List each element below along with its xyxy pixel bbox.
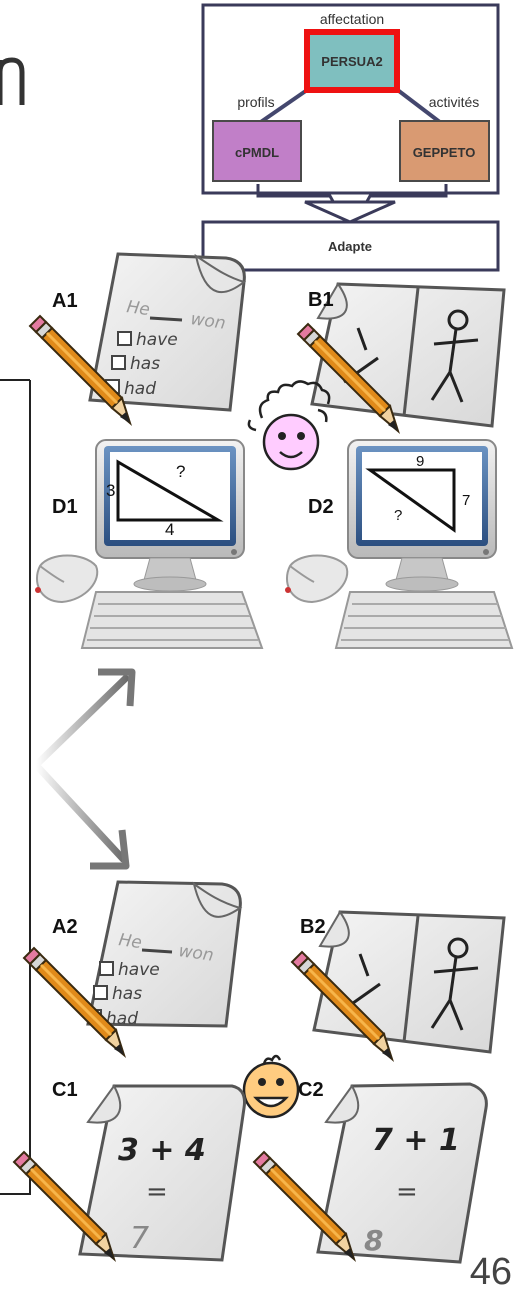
label-c2: C2: [298, 1079, 324, 1101]
geppeto-label: GEPPETO: [413, 145, 476, 160]
page-number: 46: [470, 1251, 512, 1289]
connector-left: [253, 86, 312, 128]
label-d2: D2: [308, 496, 334, 518]
svg-text:had: had: [106, 1009, 138, 1029]
worksheet-c2: 7 + 1 = 8: [316, 1082, 488, 1264]
worksheet-c1: 3 + 4 = 7: [78, 1084, 246, 1262]
worksheet-b1: [310, 282, 506, 428]
label-c1: C1: [52, 1079, 78, 1101]
svg-text:7 + 1: 7 + 1: [372, 1123, 460, 1158]
svg-text:7: 7: [130, 1221, 149, 1256]
merge-arrow-head: [304, 200, 396, 224]
persua2-label: PERSUA2: [321, 54, 382, 69]
cpmdl-label: cPMDL: [235, 145, 279, 160]
svg-text:has: has: [112, 984, 142, 1004]
child-face: [242, 1054, 300, 1119]
left-panel-frame: [0, 379, 31, 1195]
svg-text:He: He: [125, 297, 151, 320]
computer-d1: ? 3 4: [35, 439, 264, 649]
branch-arrows: [33, 668, 136, 870]
computer-d2: 9 7 ?: [285, 439, 514, 649]
svg-text:won: won: [189, 309, 227, 334]
connector-right: [393, 86, 447, 128]
svg-text:have: have: [136, 330, 178, 350]
svg-text:8: 8: [364, 1224, 383, 1257]
geppeto-box: [399, 120, 490, 182]
svg-text:He: He: [117, 930, 143, 953]
svg-text:7: 7: [462, 492, 470, 509]
adapte-label: Adapte: [328, 239, 372, 254]
cpmdl-box: [212, 120, 302, 182]
kid-face-curly: [247, 380, 331, 471]
persua2-box: [304, 29, 400, 93]
worksheet-a2: He won have has had: [86, 880, 243, 1029]
svg-text:had: had: [124, 379, 156, 399]
svg-text:9: 9: [416, 453, 424, 470]
svg-text:=: =: [146, 1177, 168, 1207]
svg-text:3: 3: [106, 481, 115, 500]
affectation-label: affectation: [320, 11, 384, 27]
svg-text:=: =: [396, 1177, 418, 1207]
svg-text:has: has: [130, 354, 160, 374]
label-d1: D1: [52, 496, 78, 518]
worksheet-a1: He won have has had: [88, 252, 247, 412]
label-a2: A2: [52, 916, 78, 938]
activites-label: activités: [429, 94, 480, 110]
svg-text:?: ?: [394, 507, 402, 524]
cut-title-glyph: [0, 57, 25, 105]
worksheet-b2: [312, 910, 506, 1054]
label-b1: B1: [308, 289, 334, 311]
adapte-box: [201, 220, 500, 272]
svg-text:3 + 4: 3 + 4: [118, 1133, 206, 1168]
svg-text:have: have: [118, 960, 160, 980]
svg-text:won: won: [177, 941, 215, 966]
svg-text:4: 4: [165, 520, 174, 539]
svg-text:?: ?: [176, 462, 185, 481]
profils-label: profils: [237, 94, 274, 110]
label-b2: B2: [300, 916, 326, 938]
label-a1: A1: [52, 290, 78, 312]
